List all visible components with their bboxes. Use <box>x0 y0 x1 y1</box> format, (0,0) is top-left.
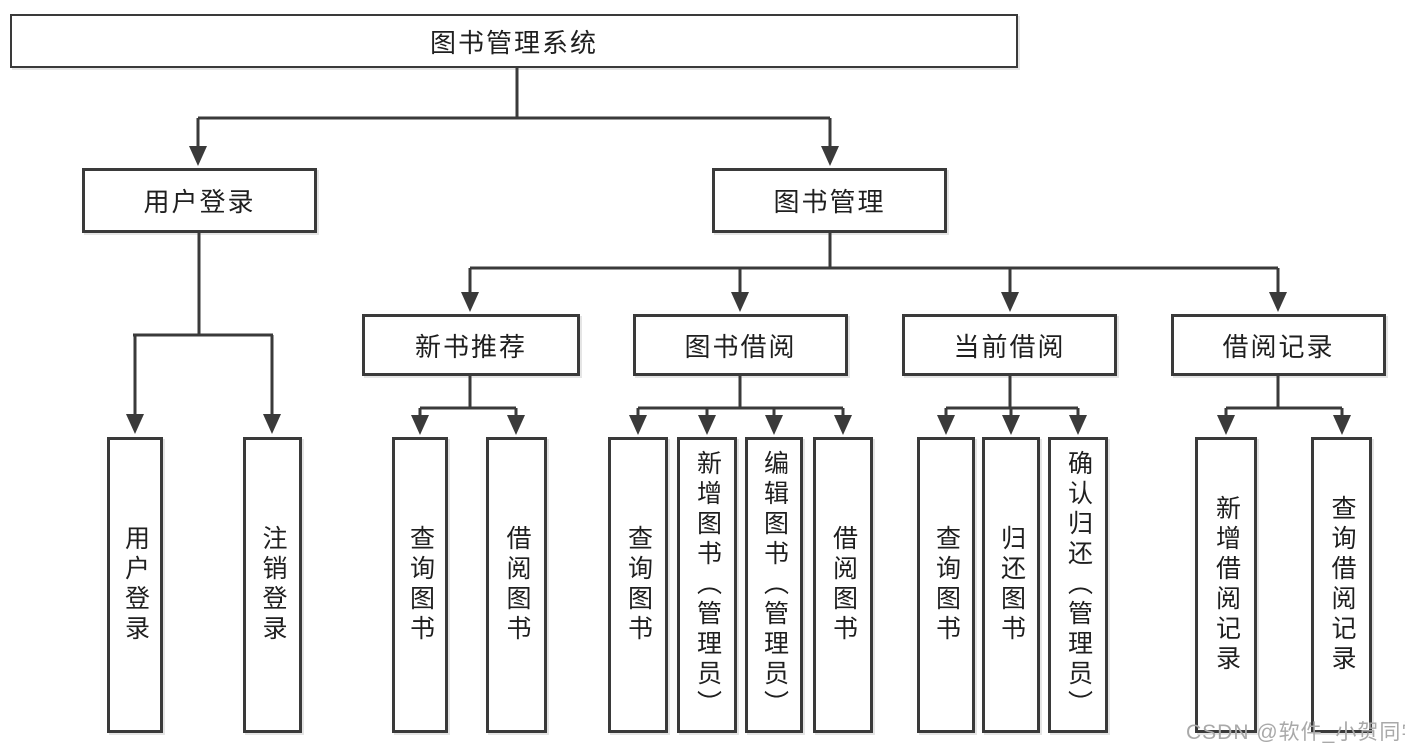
leaf-confirm-return-admin: 确认归还（管理员） <box>1048 437 1108 733</box>
node-new-book-recommend: 新书推荐 <box>362 314 580 376</box>
node-label: 借阅记录 <box>1222 331 1335 362</box>
leaf-borrow-books-newbook: 借阅图书 <box>486 437 547 733</box>
node-label: 图书借阅 <box>684 331 797 362</box>
leaf-logout: 注销登录 <box>243 437 302 733</box>
node-system-root: 图书管理系统 <box>10 14 1018 68</box>
leaf-label: 查询图书 <box>624 525 653 645</box>
node-current-borrowing: 当前借阅 <box>902 314 1117 376</box>
leaf-label: 新增借阅记录 <box>1212 495 1241 675</box>
leaf-query-books-borrowing: 查询图书 <box>608 437 668 733</box>
node-label: 新书推荐 <box>414 331 527 362</box>
leaf-query-books-current: 查询图书 <box>917 437 975 733</box>
leaf-label: 注销登录 <box>259 525 287 645</box>
node-label: 当前借阅 <box>953 331 1066 362</box>
leaf-edit-book-admin: 编辑图书（管理员） <box>745 437 803 733</box>
leaf-label: 新增图书（管理员） <box>693 450 722 720</box>
leaf-user-login: 用户登录 <box>107 437 163 733</box>
leaf-label: 用户登录 <box>121 525 150 645</box>
leaf-add-book-admin: 新增图书（管理员） <box>677 437 737 733</box>
leaf-label: 编辑图书（管理员） <box>760 450 789 720</box>
leaf-label: 查询借阅记录 <box>1328 495 1356 675</box>
leaf-query-borrow-record: 查询借阅记录 <box>1311 437 1372 733</box>
csdn-watermark: CSDN @软件_小贺同学 <box>1186 721 1405 744</box>
node-label: 用户登录 <box>143 187 256 217</box>
node-book-borrowing: 图书借阅 <box>633 314 848 376</box>
node-user-login: 用户登录 <box>82 168 317 233</box>
node-label: 图书管理系统 <box>429 27 598 58</box>
leaf-return-book: 归还图书 <box>982 437 1040 733</box>
leaf-label: 查询图书 <box>406 525 435 645</box>
leaf-add-borrow-record: 新增借阅记录 <box>1195 437 1257 733</box>
node-borrow-records: 借阅记录 <box>1171 314 1386 376</box>
leaf-label: 确认归还（管理员） <box>1064 450 1093 720</box>
leaf-label: 借阅图书 <box>503 525 531 645</box>
node-label: 图书管理 <box>773 187 886 217</box>
node-book-management: 图书管理 <box>712 168 947 233</box>
leaf-borrow-books-borrowing: 借阅图书 <box>813 437 873 733</box>
leaf-label: 查询图书 <box>932 525 961 645</box>
leaf-query-books-newbook: 查询图书 <box>392 437 448 733</box>
leaf-label: 归还图书 <box>997 525 1026 645</box>
leaf-label: 借阅图书 <box>829 525 858 645</box>
arrowheads <box>126 146 1351 435</box>
